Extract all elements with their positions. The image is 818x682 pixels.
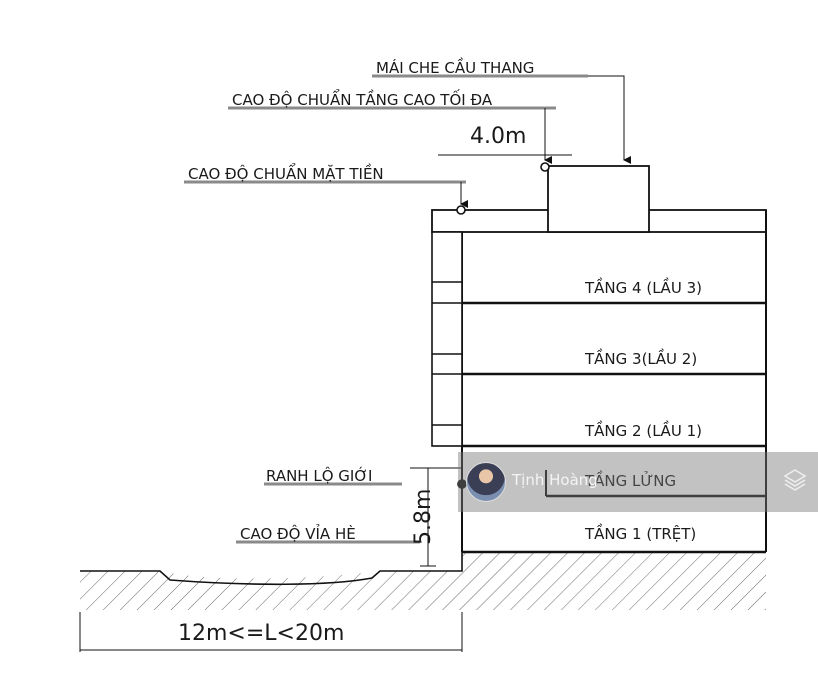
watermark-name: Tịnh Hoàng — [512, 471, 598, 489]
floor-4-label: TẦNG 4 (LẦU 3) — [584, 276, 702, 297]
ground-hatching — [80, 551, 766, 610]
setback-line-label: RANH LỘ GIỚI — [266, 466, 372, 485]
floor-2-label: TẦNG 2 (LẦU 1) — [584, 419, 702, 440]
building-outline — [431, 165, 767, 554]
watermark-banner: Tịnh Hoàng — [458, 452, 818, 512]
height-above-label: 4.0m — [470, 124, 526, 149]
datum-markers — [456, 162, 550, 489]
pointer-lines — [79, 75, 631, 652]
max-height-datum-label: CAO ĐỘ CHUẨN TẦNG CAO TỐI ĐA — [232, 88, 493, 109]
floor-3-label: TẦNG 3(LẦU 2) — [584, 347, 697, 368]
sidewalk-datum-label: CAO ĐỘ VỈA HÈ — [240, 523, 356, 543]
facade-height-label: 5.8m — [411, 489, 436, 545]
facade-datum-label: CAO ĐỘ CHUẨN MẶT TIỀN — [188, 162, 384, 183]
leader-lines — [184, 74, 588, 544]
mezzanine-label: TẦNG LỬNG — [584, 469, 676, 490]
layers-icon — [783, 469, 807, 491]
avatar — [466, 462, 506, 502]
ground-floor-label: TẦNG 1 (TRỆT) — [584, 522, 696, 543]
stair-roof-label: MÁI CHE CẦU THANG — [376, 56, 534, 77]
street-width-label: 12m<=L<20m — [178, 621, 344, 646]
